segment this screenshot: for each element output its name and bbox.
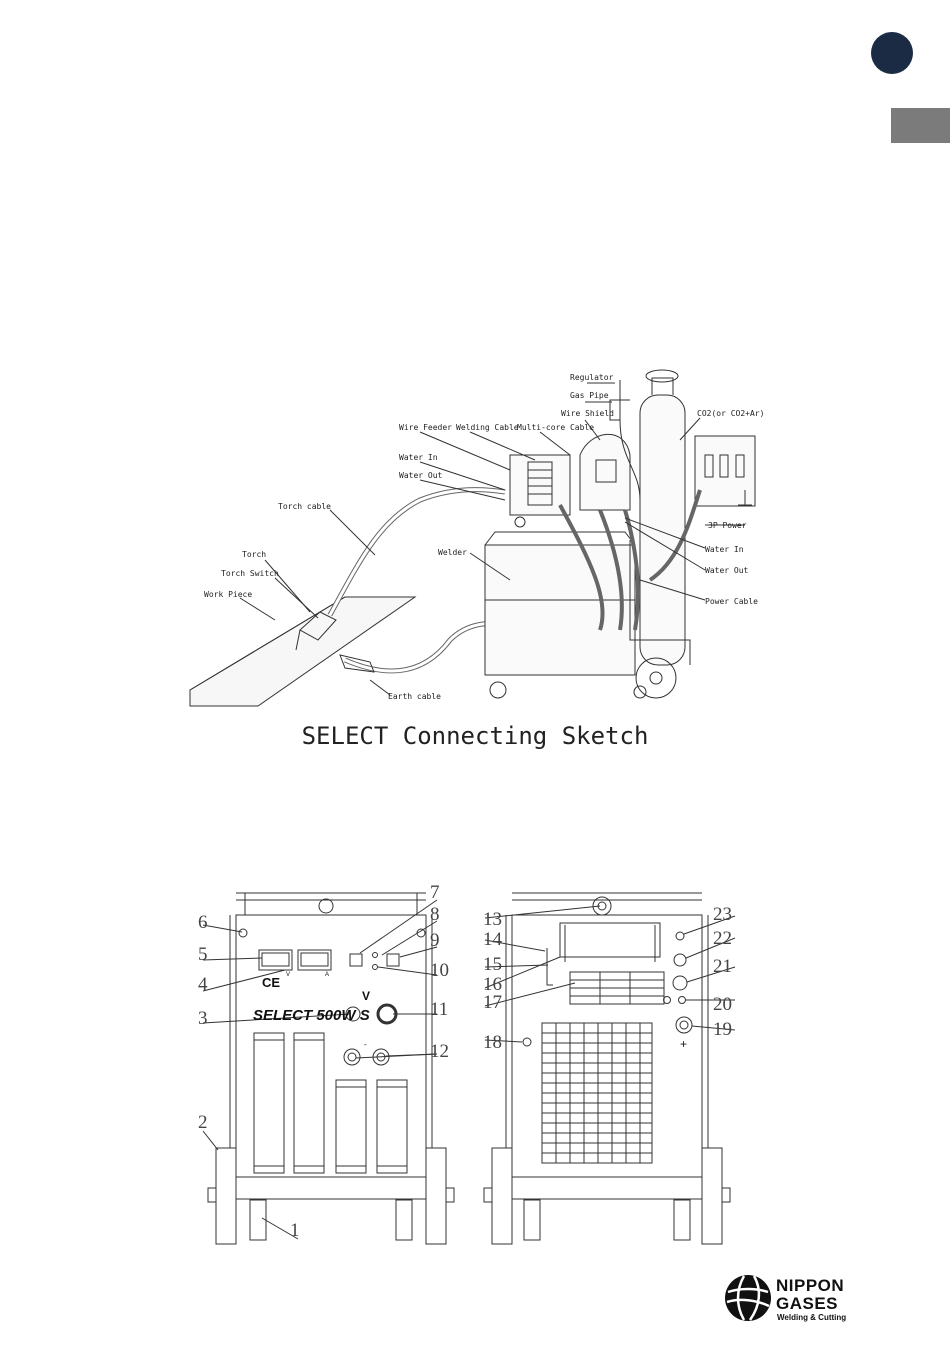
minus-sign: - <box>364 1040 367 1049</box>
callout-19: 19 <box>713 1019 732 1040</box>
label-torch: Torch <box>242 550 266 559</box>
callout-9: 9 <box>430 930 440 951</box>
rear-plus-sign: + <box>680 1037 687 1051</box>
label-welding-cable: Welding Cable <box>456 423 519 432</box>
callout-20: 20 <box>713 994 732 1015</box>
logo-line1: NIPPON <box>776 1276 845 1295</box>
label-water-out-top: Water Out <box>399 471 443 480</box>
label-torch-switch: Torch Switch <box>221 569 279 578</box>
label-earth-cable: Earth cable <box>388 692 441 701</box>
label-work-piece: Work Piece <box>204 590 252 599</box>
label-co2: CO2(or CO2+Ar) <box>697 409 764 418</box>
label-gas-pipe: Gas Pipe <box>570 391 609 400</box>
label-water-out-right: Water Out <box>705 566 749 575</box>
voltage-knob-label: V <box>362 989 370 1003</box>
callout-4: 4 <box>198 974 208 995</box>
callout-23: 23 <box>713 904 732 925</box>
callout-2: 2 <box>198 1112 208 1133</box>
logo-tagline: Welding & Cutting <box>777 1313 847 1322</box>
callout-15: 15 <box>483 954 502 975</box>
label-wire-shield: Wire Shield <box>561 409 614 418</box>
callout-10: 10 <box>430 960 449 981</box>
front-panel-title: SELECT 500W S <box>253 1007 370 1024</box>
callout-5: 5 <box>198 944 208 965</box>
logo-line2: GASES <box>776 1294 839 1313</box>
callout-3: 3 <box>198 1008 208 1029</box>
callout-8: 8 <box>430 904 440 925</box>
connecting-sketch: Regulator Gas Pipe Wire Shield CO2(or CO… <box>189 369 764 707</box>
callout-1: 1 <box>290 1220 300 1241</box>
callout-16: 16 <box>483 974 502 995</box>
label-regulator: Regulator <box>570 373 614 382</box>
volt-unit: V <box>286 972 290 978</box>
callout-17: 17 <box>483 992 502 1013</box>
section-tab <box>891 108 950 143</box>
callout-18: 18 <box>483 1032 502 1053</box>
callout-13: 13 <box>483 909 502 930</box>
callout-6: 6 <box>198 912 208 933</box>
label-power-cable: Power Cable <box>705 597 758 606</box>
callout-7: 7 <box>430 882 440 903</box>
ce-mark: CE <box>262 975 280 990</box>
callout-21: 21 <box>713 956 732 977</box>
label-multicore-cable: Multi-core Cable <box>517 423 594 432</box>
callout-14: 14 <box>483 929 503 950</box>
globe-logo-icon <box>725 1275 771 1321</box>
nippon-gases-logo: NIPPON GASES Welding & Cutting <box>724 1274 869 1326</box>
label-welder: Welder <box>438 548 467 557</box>
label-wire-feeder: Wire Feeder <box>399 423 452 432</box>
callout-22: 22 <box>713 928 732 949</box>
label-torch-cable: Torch cable <box>278 502 331 511</box>
label-water-in-top: Water In <box>399 453 438 462</box>
label-water-in-right: Water In <box>705 545 744 554</box>
label-3p-power: 3P Power <box>708 521 747 530</box>
page-marker-dot <box>871 32 913 74</box>
callout-11: 11 <box>430 999 448 1020</box>
callout-12: 12 <box>430 1041 449 1062</box>
sketch-caption: SELECT Connecting Sketch <box>301 722 649 750</box>
amp-unit: A <box>325 972 329 978</box>
